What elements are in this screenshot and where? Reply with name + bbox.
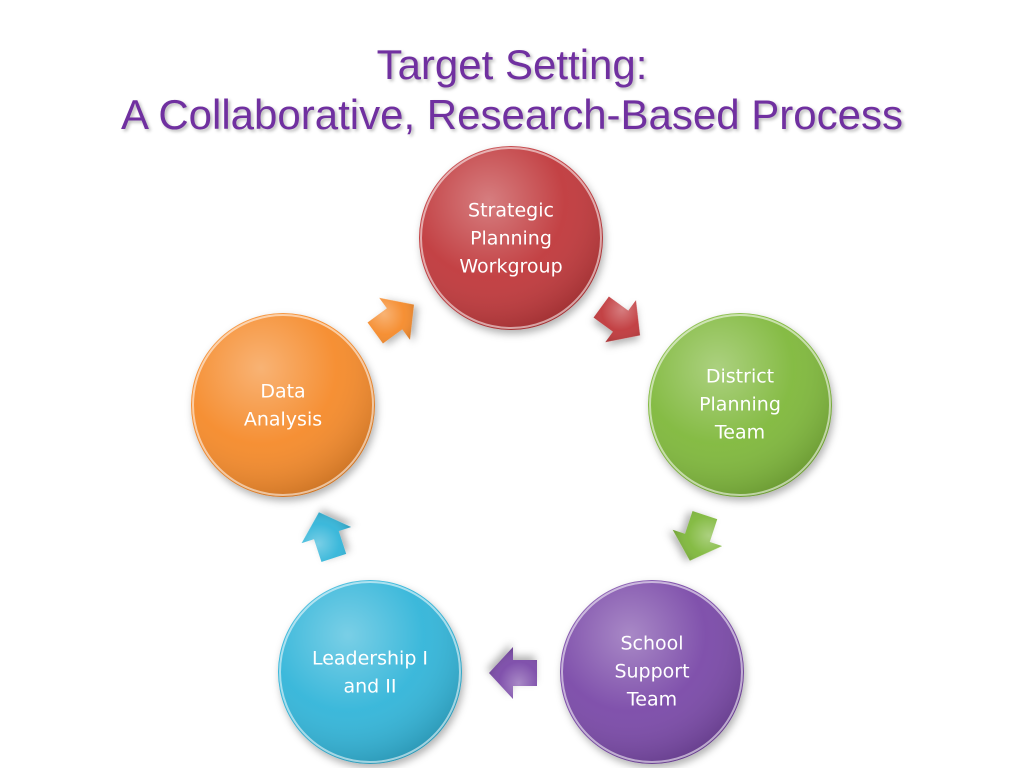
arrow-gloss (367, 297, 414, 344)
node-label-line: Analysis (244, 409, 322, 431)
node-rim (420, 147, 602, 329)
node-rim (561, 581, 743, 763)
title-line-1: Target Setting: (376, 41, 648, 88)
node-gloss (648, 313, 832, 497)
arrow-gloss (672, 511, 723, 561)
node-label-line: School (620, 633, 683, 655)
node-gloss (278, 580, 462, 764)
node-label-line: Team (626, 689, 677, 711)
arrow-data-to-strategic-icon (367, 297, 414, 344)
arrow-strategic-to-district-icon (593, 296, 641, 343)
arrow-district-to-school-icon (672, 511, 723, 561)
arrow-leadership-to-data-icon (301, 512, 352, 562)
node-label-line: Planning (470, 228, 552, 250)
node-label-line: District (706, 366, 774, 388)
node-label-line: Strategic (468, 200, 554, 222)
node-label-line: Planning (699, 394, 781, 416)
node-rim (649, 314, 831, 496)
node-gloss (191, 313, 375, 497)
node-leadership: Leadership I and II (278, 580, 462, 764)
arrow-gloss (593, 296, 641, 343)
node-label-line: Leadership I (312, 648, 428, 670)
arrow-gloss (301, 512, 352, 562)
title-line-2: A Collaborative, Research-Based Process (120, 91, 904, 138)
node-label-line: Team (714, 422, 765, 444)
node-label-line: Support (614, 661, 689, 683)
node-label-line: and II (344, 676, 397, 698)
slide-title: Target Setting: A Collaborative, Researc… (0, 40, 1024, 140)
node-label-line: Data (260, 381, 305, 403)
node-gloss (419, 146, 603, 330)
node-gloss (560, 580, 744, 764)
node-label-line: Workgroup (459, 256, 562, 278)
arrow-school-to-leadership-icon (489, 647, 537, 699)
arrow-gloss (489, 647, 537, 699)
node-rim (192, 314, 374, 496)
nodes-layer: StrategicPlanningWorkgroupDistrictPlanni… (191, 146, 832, 764)
node-rim (279, 581, 461, 763)
arrows-layer (301, 296, 723, 699)
